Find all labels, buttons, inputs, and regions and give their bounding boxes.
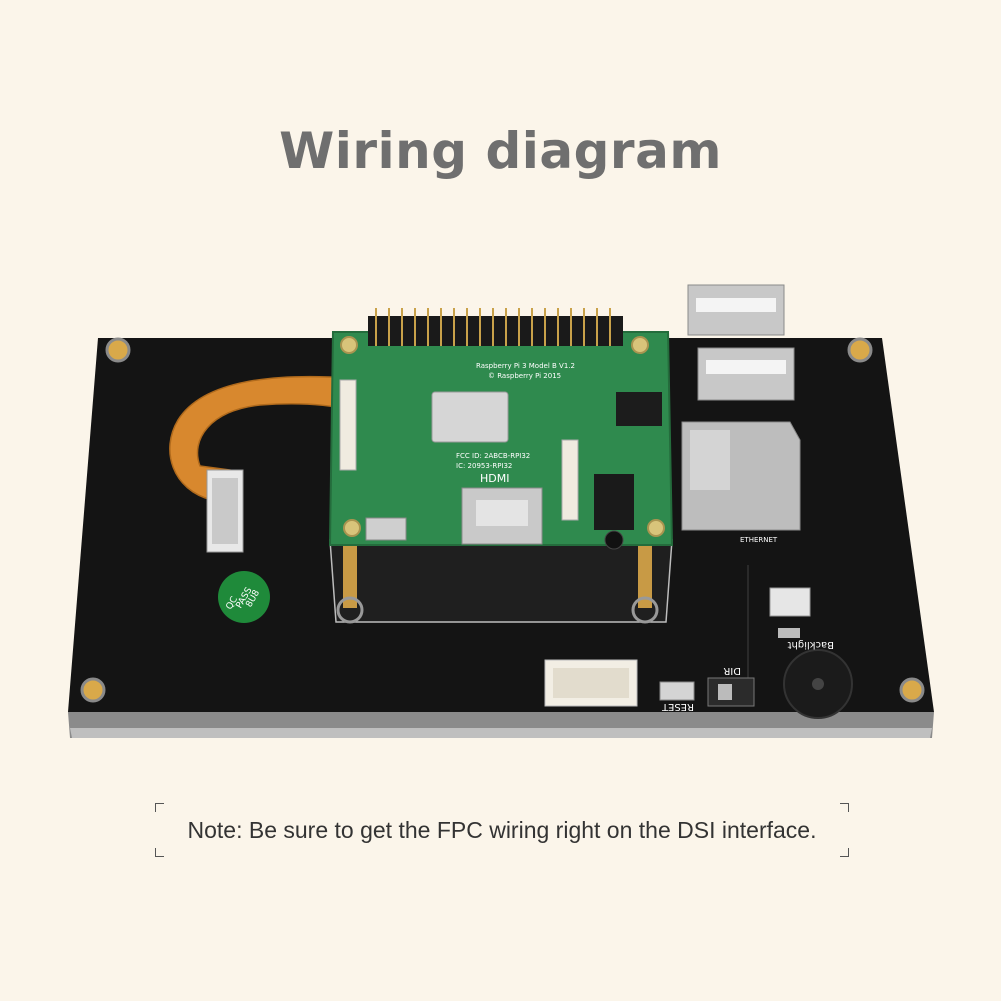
corner-standoffs [80,337,925,703]
soc-chip [431,391,509,443]
ethernet-port: ETHERNET [681,421,801,544]
wiring-note: Note: Be sure to get the FPC wiring righ… [187,817,817,843]
ethernet-label: ETHERNET [740,536,778,544]
page-title: Wiring diagram [279,122,722,180]
corner-bracket [155,803,164,812]
dsi-connector [339,379,357,471]
brass-post [343,540,357,608]
qc-sticker: QC PASS 8U8 [218,571,270,623]
hdmi-label: HDMI [480,472,509,485]
fpc-ribbon-cable [169,375,351,553]
power-connector [544,659,638,707]
corner-bracket [840,848,849,857]
standoff-top-right [847,337,873,363]
brass-post [638,540,652,608]
reset-label: RESET [661,701,694,712]
standoff-top-left [105,337,131,363]
note-box: Note: Be sure to get the FPC wiring righ… [155,803,849,857]
corner-bracket [840,803,849,812]
usb-ports [687,284,795,401]
raspberry-pi-board: HDMI Raspberry Pi 3 Model B V1.2 © Raspb… [328,308,674,550]
gpio-header [368,316,623,346]
standoff-bottom-left [80,677,106,703]
standoff-bottom-right [899,677,925,703]
model-label: Raspberry Pi 3 Model B V1.2 [476,362,575,370]
ic-label: IC: 20953-RPI32 [456,462,512,470]
backlight-connector [769,587,811,617]
copyright-label: © Raspberry Pi 2015 [488,372,561,380]
audio-jack [594,474,634,530]
dir-label: DIR [723,665,741,676]
corner-bracket [155,848,164,857]
fcc-label: FCC ID: 2ABCB-RPI32 [456,452,530,460]
spacer-plate [329,539,673,624]
reset-button [659,681,695,701]
backlight-label: Backlight [787,639,834,650]
